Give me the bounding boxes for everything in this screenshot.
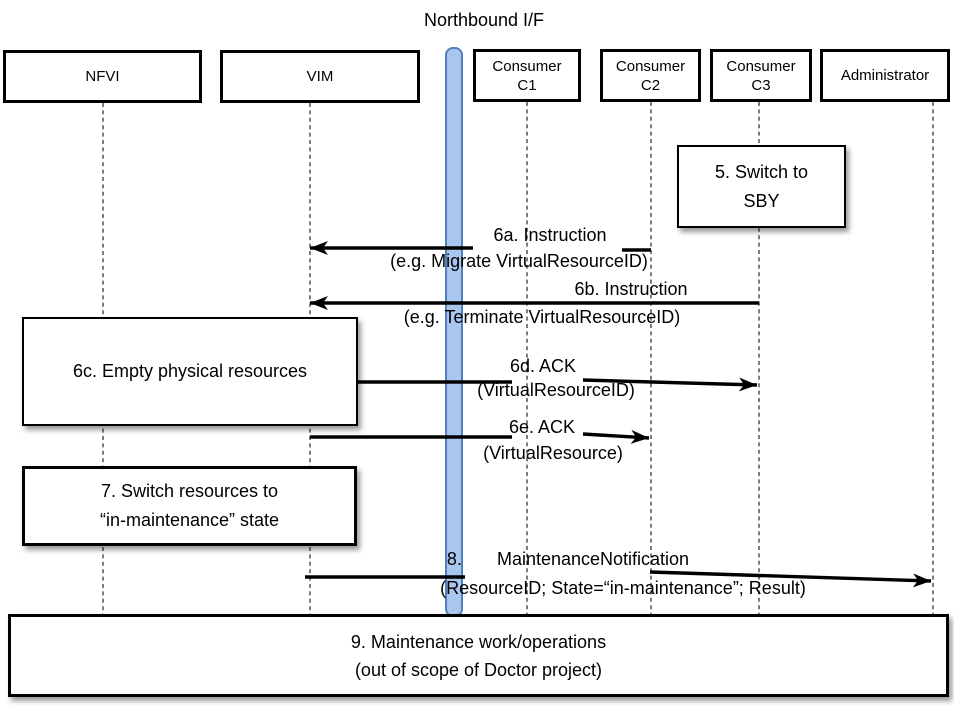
message-6a-line2: (e.g. Migrate VirtualResourceID) (390, 251, 648, 271)
arrow-6e (582, 429, 650, 444)
step-box-5-switch-to-sby: 5. Switch to SBY (677, 145, 846, 228)
actor-box-consumer-c2: Consumer C2 (600, 49, 701, 102)
actor-box-nfvi: NFVI (3, 50, 202, 103)
step-box-9-maintenance-work: 9. Maintenance work/operations (out of s… (8, 614, 949, 697)
message-6b-line2: (e.g. Terminate VirtualResourceID) (403, 307, 681, 327)
message-6e-line1: 6e. ACK (508, 417, 576, 437)
message-8-line1: 8. MaintenanceNotification (446, 549, 690, 569)
message-8-line2: (ResourceID; State=“in-maintenance”; Res… (440, 578, 806, 598)
step-5-line2: SBY (743, 190, 780, 211)
page-title: Northbound I/F (423, 10, 545, 30)
arrow-6d (582, 377, 758, 392)
step-5-line1: 5. Switch to (714, 161, 809, 182)
actor-box-consumer-c1: Consumer C1 (473, 49, 581, 102)
step-9-line1: 9. Maintenance work/operations (350, 631, 607, 652)
actor-label-vim: VIM (306, 68, 334, 85)
arrow-8 (649, 570, 932, 588)
actor-label-administrator: Administrator (840, 67, 930, 84)
actor-label-consumer-c2: Consumer C2 (615, 57, 686, 94)
actor-label-nfvi: NFVI (85, 68, 120, 85)
message-6e-line2: (VirtualResource) (483, 443, 623, 463)
actor-box-consumer-c3: Consumer C3 (710, 49, 812, 102)
message-6a-line1: 6a. Instruction (493, 225, 607, 245)
step-7-line1: 7. Switch resources to (100, 481, 279, 501)
step-9-line2: (out of scope of Doctor project) (354, 659, 603, 680)
actor-box-vim: VIM (220, 50, 420, 103)
step-box-7-switch-resources: 7. Switch resources to “in-maintenance” … (22, 466, 357, 546)
step-6c-line1: 6c. Empty physical resources (72, 361, 308, 381)
message-6d-line1: 6d. ACK (509, 356, 577, 376)
actor-label-consumer-c1: Consumer C1 (492, 57, 562, 94)
step-box-6c-empty-physical-resources: 6c. Empty physical resources (22, 317, 358, 426)
actor-box-administrator: Administrator (820, 49, 950, 102)
actor-label-consumer-c3: Consumer C3 (726, 57, 796, 94)
step-7-line2: “in-maintenance” state (99, 510, 280, 530)
message-6d-line2: (VirtualResourceID) (477, 380, 635, 400)
message-6b-line1: 6b. Instruction (574, 279, 688, 299)
